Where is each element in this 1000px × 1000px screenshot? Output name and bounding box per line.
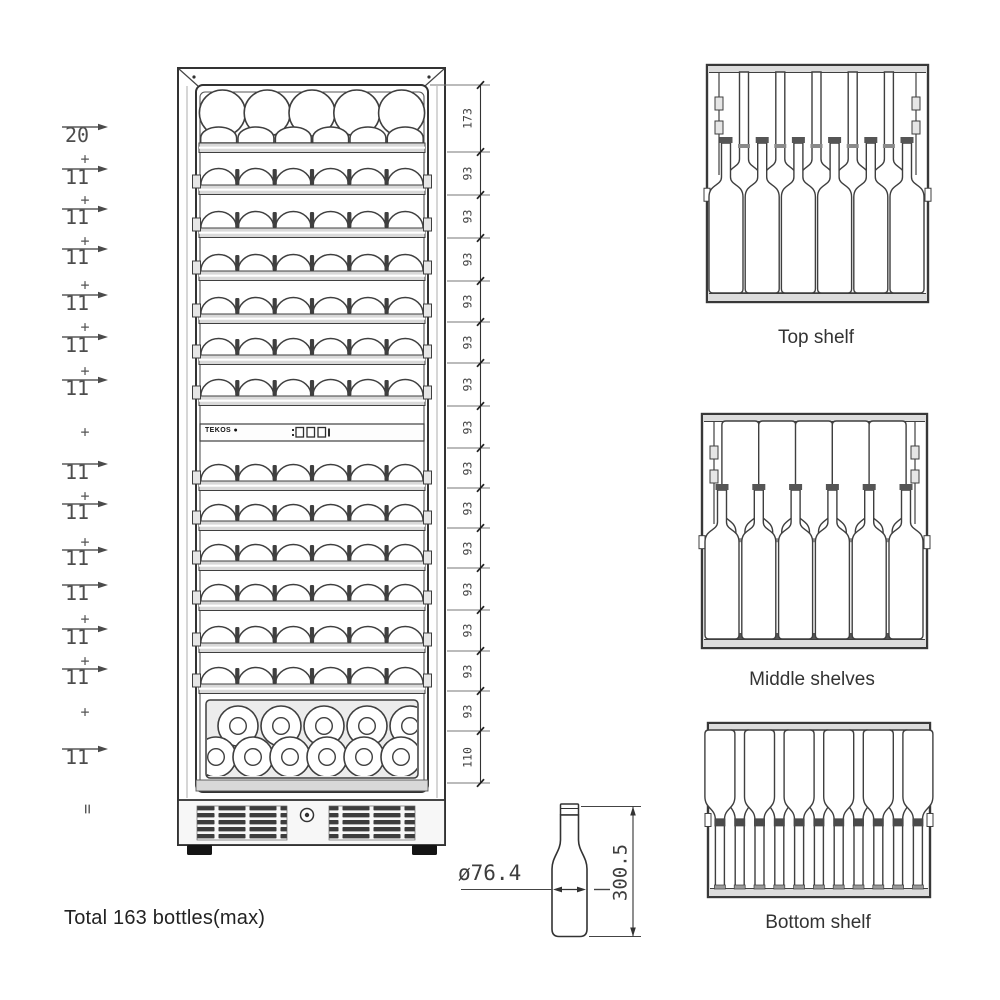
dimension-value: 110 [460, 746, 475, 768]
display-segments [292, 426, 330, 438]
plus-sign: + [80, 191, 90, 209]
brand-logo: TEKOS ● [205, 427, 239, 434]
middle-shelves-view [698, 412, 931, 650]
plus-sign: + [80, 487, 90, 505]
middle-shelves-label: Middle shelves [749, 669, 875, 690]
top-shelf-view [703, 63, 932, 304]
count-row: 11 [62, 164, 108, 190]
plus-sign: + [80, 423, 90, 441]
arrow-right-icon [62, 500, 108, 508]
bottle-drawing [461, 803, 641, 938]
count-row: 11 [62, 332, 108, 358]
arrow-right-icon [62, 123, 108, 131]
door-bottom-rail [195, 779, 429, 792]
dimension-value: 93 [460, 209, 475, 224]
screw-dot-left [192, 75, 196, 79]
arrow-right-icon [62, 625, 108, 633]
count-row: 11 [62, 664, 108, 690]
equals-sign: = [77, 803, 97, 815]
dimension-value: 93 [460, 420, 475, 434]
arrow-right-icon [62, 546, 108, 554]
plus-sign: + [80, 276, 90, 294]
plus-sign: + [80, 533, 90, 551]
dimension-value: 93 [460, 704, 475, 718]
arrow-right-icon [62, 665, 108, 673]
base-kickplate [177, 799, 446, 855]
arrow-right-icon [62, 745, 108, 753]
bottle-diameter-label: ø76.4 [458, 861, 522, 885]
bottom-shelf-label: Bottom shelf [765, 912, 871, 933]
plus-sign: + [80, 652, 90, 670]
count-row: 11 [62, 459, 108, 485]
foot-left [187, 845, 212, 855]
dimension-value: 93 [460, 377, 475, 392]
count-row: 11 [62, 375, 108, 401]
count-row: 11 [62, 499, 108, 525]
total-bottles-label: Total 163 bottles(max) [64, 907, 266, 929]
arrow-right-icon [62, 205, 108, 213]
bottle-height-label: 300.5 [609, 843, 632, 902]
dimension-value: 93 [460, 252, 475, 267]
count-row: 11 [62, 204, 108, 230]
dimension-value: 93 [460, 166, 475, 181]
count-row: 20 [62, 122, 108, 148]
count-row: 11 [62, 624, 108, 650]
bottom-bin [205, 699, 419, 779]
plus-sign: + [80, 318, 90, 336]
arrow-right-icon [62, 245, 108, 253]
dimension-value: 93 [460, 294, 475, 309]
arrow-right-icon [62, 291, 108, 299]
count-row: 11 [62, 290, 108, 316]
top-shelf-label: Top shelf [777, 327, 855, 348]
dimension-value: 173 [460, 108, 475, 129]
dimension-value: 93 [460, 335, 475, 350]
dimension-value: 93 [460, 623, 475, 638]
plus-sign: + [80, 362, 90, 380]
plus-sign: + [80, 232, 90, 250]
count-row: 11 [62, 580, 108, 606]
screw-dot-right [427, 75, 431, 79]
plus-sign: + [80, 610, 90, 628]
vent-grille-right [328, 805, 416, 841]
arrow-right-icon [62, 165, 108, 173]
dimension-chain [430, 80, 490, 788]
count-row: 11 [62, 744, 108, 770]
vent-grille-left [196, 805, 288, 841]
plus-sign: + [80, 150, 90, 168]
dimension-value: 93 [460, 501, 475, 515]
top-shelf-bottles [198, 89, 426, 153]
dimension-value: 93 [460, 461, 475, 475]
foot-right [412, 845, 437, 855]
arrow-right-icon [62, 333, 108, 341]
dimension-value: 93 [460, 664, 475, 678]
bottom-shelf-view [704, 721, 934, 899]
plus-sign: + [80, 703, 90, 721]
count-row: 11 [62, 545, 108, 571]
arrow-right-icon [62, 460, 108, 468]
arrow-right-icon [62, 581, 108, 589]
arrow-right-icon [62, 376, 108, 384]
dimension-value: 93 [460, 582, 475, 596]
dimension-value: 93 [460, 541, 475, 555]
count-row: 11 [62, 244, 108, 270]
control-panel [199, 423, 425, 442]
